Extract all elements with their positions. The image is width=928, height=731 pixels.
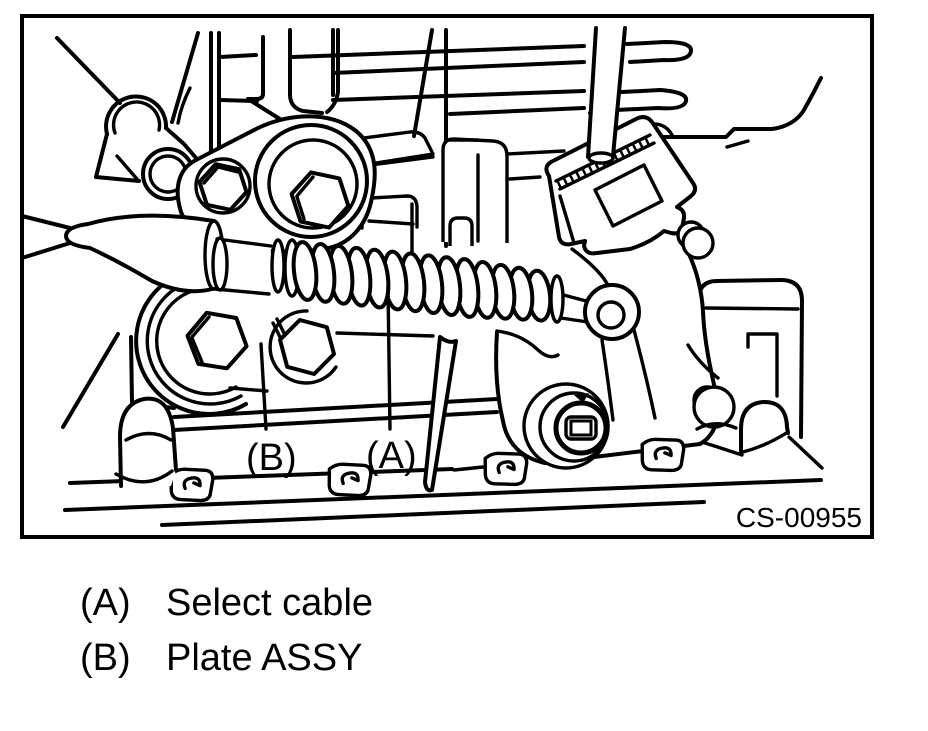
cable-sheath — [64, 213, 216, 294]
left-dome — [114, 396, 178, 488]
foreground-bottom — [114, 335, 458, 504]
legend-label-a: Select cable — [166, 582, 374, 624]
callout-a-leader — [386, 285, 392, 431]
callout-a-label: (A) — [366, 435, 417, 477]
divider-blade — [423, 335, 458, 493]
connector-window — [593, 163, 664, 228]
legend-label-b: Plate ASSY — [166, 637, 363, 679]
legend-key-a: (A) — [80, 582, 131, 624]
callouts: (B) (A) — [246, 285, 417, 479]
callout-b-label: (B) — [246, 437, 297, 479]
cable-end-connector — [544, 115, 715, 260]
mount-tab — [168, 466, 216, 504]
figure-code: CS-00955 — [736, 502, 862, 533]
callout-b-leader — [259, 342, 268, 431]
legend-key-b: (B) — [80, 637, 131, 679]
shift-lever-shaft — [586, 26, 627, 165]
figure-legend: (A) Select cable (B) Plate ASSY — [80, 582, 373, 692]
shifter-bracket — [482, 223, 738, 489]
plate-assy-upper — [141, 114, 377, 254]
cable-bellows — [291, 240, 553, 323]
engine-background — [55, 28, 823, 268]
legend-item-a: (A) Select cable — [80, 582, 373, 637]
mount-tab — [639, 435, 687, 475]
right-dome — [703, 399, 824, 470]
legend-item-b: (B) Plate ASSY — [80, 637, 373, 692]
hex-bolt-lower-right — [278, 318, 336, 376]
mount-tab — [482, 449, 530, 489]
select-cable — [20, 213, 641, 341]
